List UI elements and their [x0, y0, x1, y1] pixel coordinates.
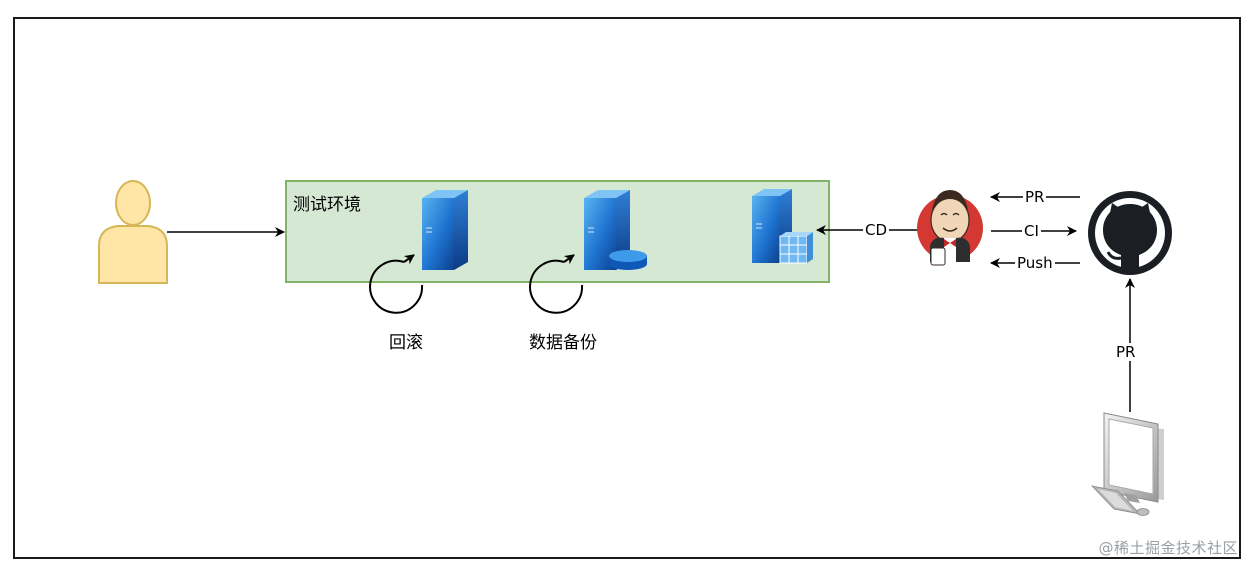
desktop-computer-icon [1090, 412, 1164, 516]
user-icon [98, 180, 168, 284]
diagram-frame [13, 17, 1241, 559]
test-environment-label: 测试环境 [293, 195, 361, 215]
rollback-cycle-icon [369, 254, 424, 314]
cd-label: CD [863, 221, 890, 239]
push-label: Push [1015, 254, 1055, 272]
pr-top-label: PR [1023, 188, 1047, 206]
storage-server-icon [752, 189, 813, 264]
test-environment-container [285, 180, 830, 283]
backup-cycle-icon [529, 254, 584, 314]
rollback-label: 回滚 [389, 333, 423, 353]
jenkins-icon [917, 190, 983, 266]
github-icon [1088, 191, 1172, 275]
server-icon [422, 190, 468, 270]
watermark: @稀土掘金技术社区 [1098, 539, 1238, 557]
ci-label: CI [1022, 222, 1041, 240]
database-server-icon [584, 190, 647, 270]
pr-vertical-label: PR [1114, 343, 1138, 361]
backup-label: 数据备份 [529, 333, 597, 353]
